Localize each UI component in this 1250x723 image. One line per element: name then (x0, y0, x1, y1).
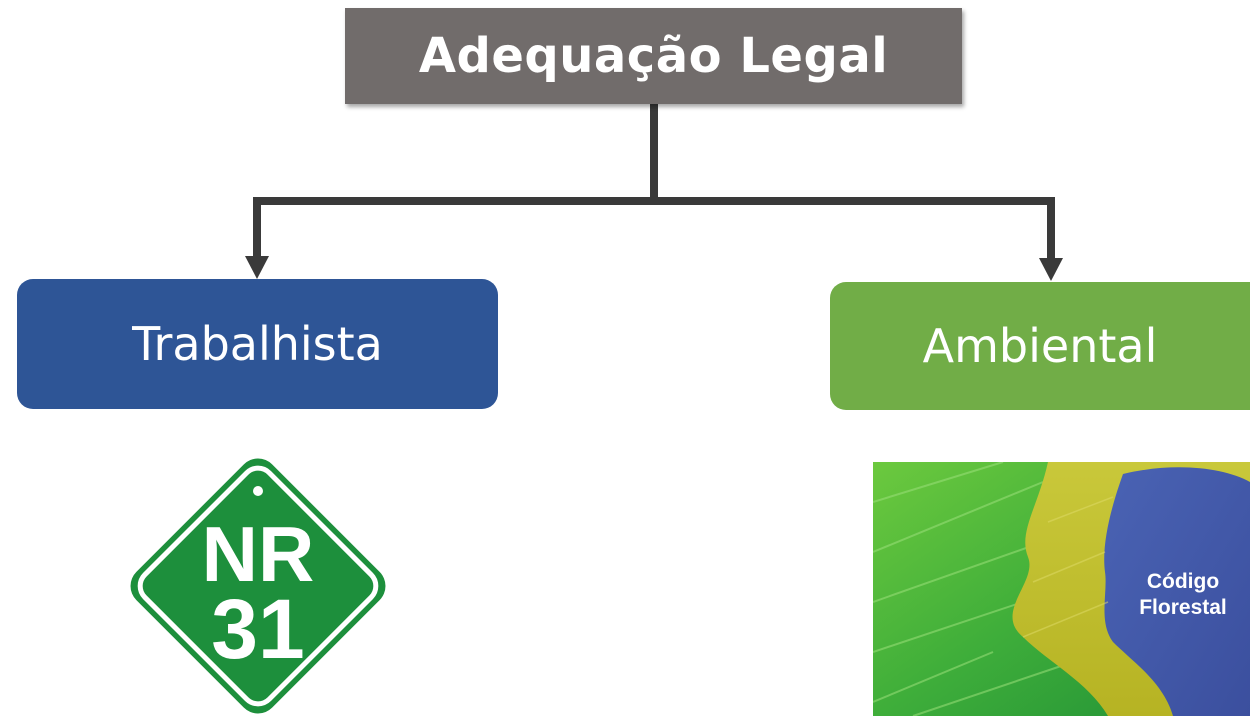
nr31-text-31: 31 (211, 582, 304, 676)
horizontal-bar-line (253, 197, 1055, 259)
codigo-text-line2: Florestal (1139, 596, 1227, 619)
nr31-sign-logo: NR 31 (130, 458, 386, 714)
root-node-adequacao-legal: Adequação Legal (345, 8, 962, 104)
nr31-text-nr: NR (202, 510, 315, 598)
branch-ambiental-label: Ambiental (922, 319, 1158, 373)
yellow-veins (1022, 496, 1114, 638)
nr31-hanging-hole (253, 486, 263, 496)
codigo-text-line1: Código (1147, 570, 1219, 593)
nr31-white-ring (137, 465, 379, 707)
arrow-to-ambiental (1039, 258, 1063, 281)
branch-node-trabalhista: Trabalhista (17, 279, 498, 409)
branch-node-ambiental: Ambiental (830, 282, 1250, 410)
leaf-veins (873, 462, 1074, 716)
branch-trabalhista-label: Trabalhista (132, 317, 383, 371)
root-node-label: Adequação Legal (418, 28, 889, 84)
blue-shape (1104, 467, 1250, 716)
arrow-to-trabalhista (245, 256, 269, 279)
codigo-florestal-image: Código Florestal (873, 462, 1250, 716)
